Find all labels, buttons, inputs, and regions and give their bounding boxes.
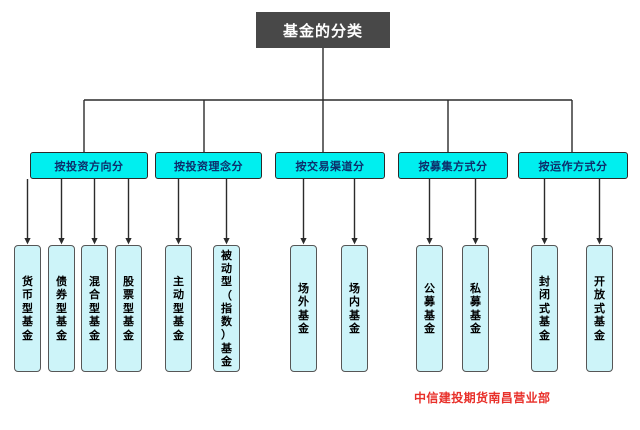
leaf-node-closed-end-fund[interactable]: 封 闭 式 基 金 (531, 245, 558, 372)
leaf-node-label: 场 内 基 金 (349, 281, 360, 336)
leaf-node-money-market-fund[interactable]: 货 币 型 基 金 (14, 245, 41, 372)
leaf-node-label: 股 票 型 基 金 (123, 274, 134, 342)
category-node-trading-channel[interactable]: 按交易渠道分 (275, 152, 385, 179)
leaf-node-otc-fund[interactable]: 场 外 基 金 (290, 245, 317, 372)
leaf-node-bond-fund[interactable]: 债 券 型 基 金 (48, 245, 75, 372)
leaf-node-private-offering-fund[interactable]: 私 募 基 金 (462, 245, 489, 372)
leaf-node-hybrid-fund[interactable]: 混 合 型 基 金 (81, 245, 108, 372)
leaf-node-label: 私 募 基 金 (470, 281, 481, 336)
leaf-node-label: 被 动 型 （ 指 数 ） 基 金 (221, 249, 232, 368)
leaf-node-label: 封 闭 式 基 金 (539, 274, 550, 342)
leaf-node-label: 开 放 式 基 金 (594, 274, 605, 342)
leaf-node-label: 主 动 型 基 金 (173, 274, 184, 342)
category-node-investment-philosophy[interactable]: 按投资理念分 (155, 152, 262, 179)
leaf-node-public-offering-fund[interactable]: 公 募 基 金 (416, 245, 443, 372)
leaf-node-label: 公 募 基 金 (424, 281, 435, 336)
leaf-node-active-fund[interactable]: 主 动 型 基 金 (165, 245, 192, 372)
category-node-operation-method[interactable]: 按运作方式分 (518, 152, 628, 179)
footer-credit: 中信建投期货南昌营业部 (414, 391, 551, 405)
leaf-node-label: 货 币 型 基 金 (22, 274, 33, 342)
leaf-node-label: 混 合 型 基 金 (89, 274, 100, 342)
category-node-investment-direction[interactable]: 按投资方向分 (30, 152, 148, 179)
edge-bus-to-category (83, 100, 573, 152)
leaf-node-label: 场 外 基 金 (298, 281, 309, 336)
root-node-title: 基金的分类 (256, 12, 390, 48)
edge-category-to-leaf (24, 179, 603, 245)
leaf-node-exchange-traded-fund[interactable]: 场 内 基 金 (341, 245, 368, 372)
leaf-node-passive-index-fund[interactable]: 被 动 型 （ 指 数 ） 基 金 (213, 245, 240, 372)
leaf-node-equity-fund[interactable]: 股 票 型 基 金 (115, 245, 142, 372)
leaf-node-label: 债 券 型 基 金 (56, 274, 67, 342)
category-node-fundraising-method[interactable]: 按募集方式分 (398, 152, 508, 179)
leaf-node-open-end-fund[interactable]: 开 放 式 基 金 (586, 245, 613, 372)
